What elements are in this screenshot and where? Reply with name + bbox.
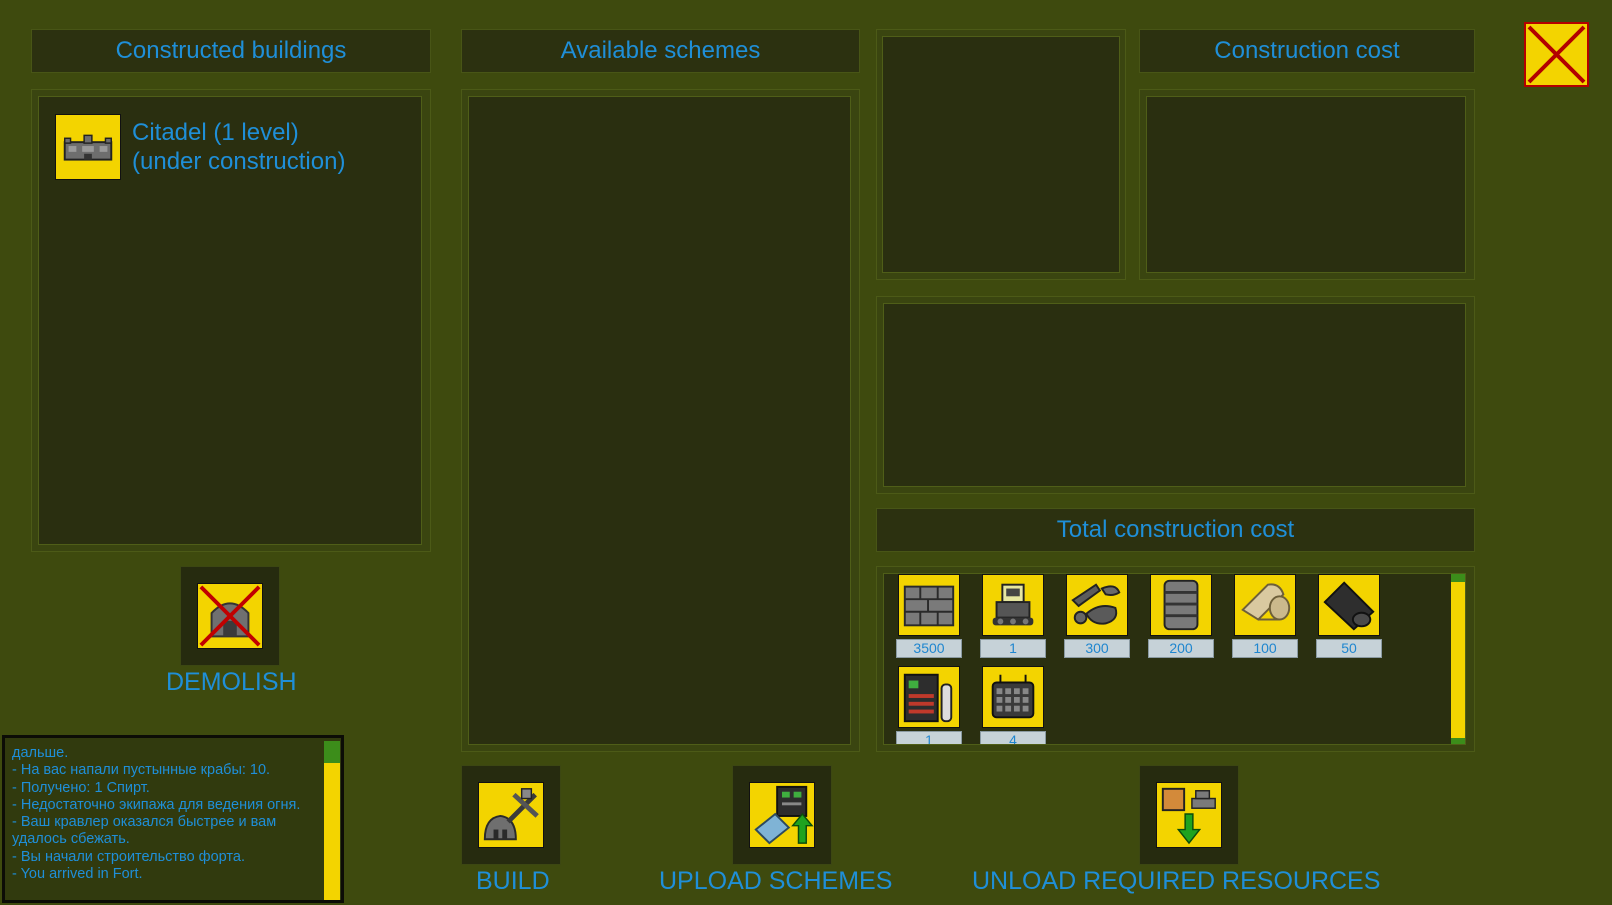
build-button[interactable]: [461, 765, 561, 865]
message-log: дальше. - На вас напали пустынные крабы:…: [2, 735, 344, 903]
resource-count: 3500: [896, 639, 962, 658]
log-line: - Недостаточно экипажа для ведения огня.: [12, 796, 301, 813]
unload-resources-label: UNLOAD REQUIRED RESOURCES: [972, 867, 1381, 895]
available-schemes-panel: [461, 89, 860, 752]
chip-icon: [982, 666, 1044, 728]
resource-count: 50: [1316, 639, 1382, 658]
log-line: - На вас напали пустынные крабы: 10.: [12, 762, 271, 779]
resource-item[interactable]: 1: [896, 666, 962, 744]
unload-resources-icon: [1156, 782, 1222, 848]
resource-item[interactable]: 3500: [896, 574, 962, 660]
demolish-button[interactable]: [180, 566, 280, 666]
resource-count: 300: [1064, 639, 1130, 658]
scrollbar-thumb-top[interactable]: [1451, 574, 1465, 582]
resource-count: 1: [896, 731, 962, 744]
robot-crew-icon: [982, 574, 1044, 636]
log-line: - You arrived in Fort.: [12, 866, 143, 883]
resource-count: 200: [1148, 639, 1214, 658]
resource-item[interactable]: 1: [980, 574, 1046, 660]
description-panel: [876, 296, 1475, 494]
log-line: - Получено: 1 Спирт.: [12, 779, 150, 796]
rubber-roll-icon: [1318, 574, 1380, 636]
cloth-roll-icon: [1234, 574, 1296, 636]
constructed-item-status: (under construction): [132, 148, 346, 175]
constructed-item-name: Citadel (1 level): [132, 119, 299, 146]
resource-item[interactable]: 50: [1316, 574, 1382, 660]
scheme-description: [883, 303, 1466, 487]
available-schemes-list: [468, 96, 851, 745]
stone-blocks-icon: [898, 574, 960, 636]
resource-count: 100: [1232, 639, 1298, 658]
resource-count: 4: [980, 731, 1046, 744]
demolish-icon: [197, 583, 263, 649]
preview-panel: [876, 29, 1126, 280]
total-cost-grid: 3500 1: [883, 573, 1466, 745]
constructed-buildings-header: Constructed buildings: [31, 29, 431, 73]
barrel-icon: [1150, 574, 1212, 636]
electronics-device-icon: [898, 666, 960, 728]
message-log-scrollbar[interactable]: [324, 741, 340, 900]
construction-cost-header: Construction cost: [1139, 29, 1475, 73]
constructed-buildings-panel: Citadel (1 level) (under construction): [31, 89, 431, 552]
total-construction-cost-header: Total construction cost: [876, 508, 1475, 552]
upload-schemes-icon: [749, 782, 815, 848]
demolish-label: DEMOLISH: [166, 668, 297, 696]
constructed-item-citadel[interactable]: Citadel (1 level) (under construction): [55, 114, 395, 184]
resource-item[interactable]: 200: [1148, 574, 1214, 660]
scrollbar-thumb-bottom[interactable]: [1451, 738, 1465, 744]
log-line: дальше.: [12, 745, 69, 761]
unload-resources-button[interactable]: [1139, 765, 1239, 865]
total-cost-panel: 3500 1: [876, 566, 1475, 752]
constructed-buildings-list: Citadel (1 level) (under construction): [38, 96, 422, 545]
available-schemes-header: Available schemes: [461, 29, 860, 73]
scheme-preview: [882, 36, 1120, 273]
resource-count: 1: [980, 639, 1046, 658]
build-label: BUILD: [476, 867, 550, 895]
message-log-scrollbar-thumb[interactable]: [324, 741, 340, 763]
resource-item[interactable]: 4: [980, 666, 1046, 744]
message-log-lines: дальше. - На вас напали пустынные крабы:…: [12, 745, 312, 883]
build-icon: [478, 782, 544, 848]
construction-cost-panel: [1139, 89, 1475, 280]
upload-schemes-button[interactable]: [732, 765, 832, 865]
log-line: - Ваш кравлер оказался быстрее и вам уда…: [12, 814, 277, 848]
close-icon: [1527, 25, 1586, 84]
construction-cost-list: [1146, 96, 1466, 273]
upload-schemes-label: UPLOAD SCHEMES: [659, 867, 893, 895]
citadel-icon: [55, 114, 121, 180]
scrap-metal-icon: [1066, 574, 1128, 636]
close-button[interactable]: [1524, 22, 1589, 87]
log-line: - Вы начали строительство форта.: [12, 848, 245, 865]
resource-item[interactable]: 300: [1064, 574, 1130, 660]
resource-item[interactable]: 100: [1232, 574, 1298, 660]
total-cost-scrollbar[interactable]: [1451, 574, 1465, 744]
